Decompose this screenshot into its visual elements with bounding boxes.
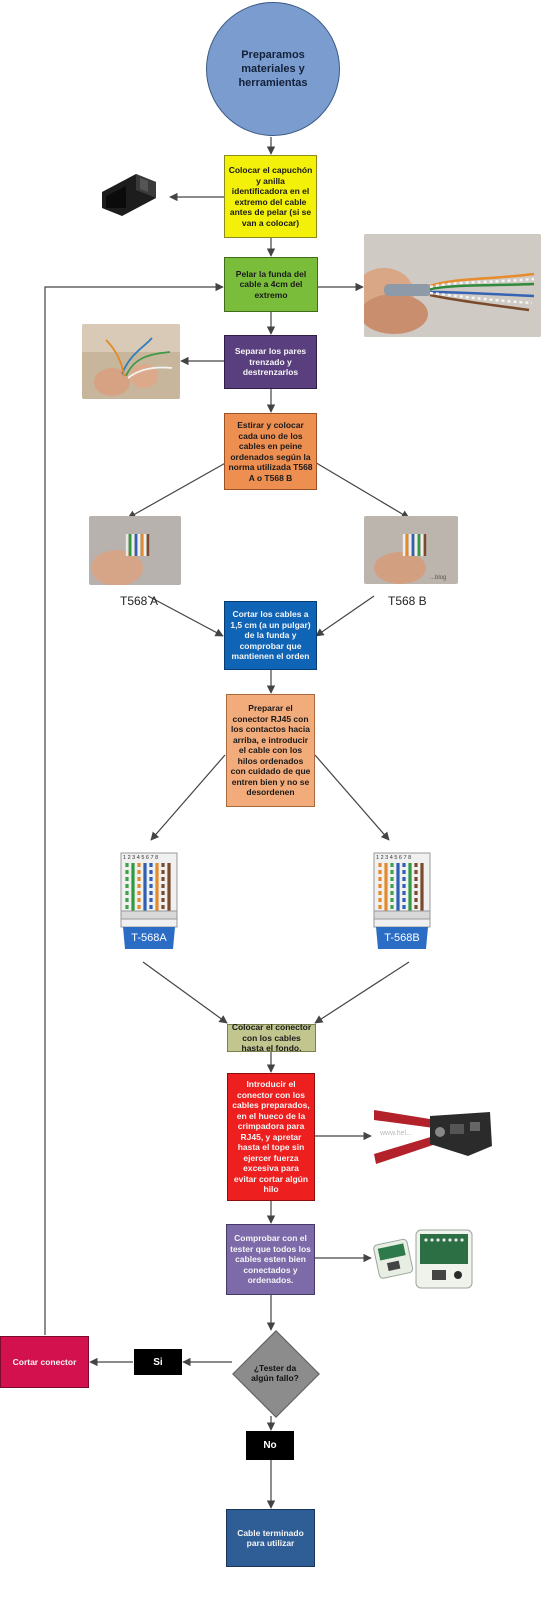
no-label-box: No <box>246 1431 294 1460</box>
rj45-connector-t568b: 1 2 3 4 5 6 7 8 T-568B <box>371 845 433 955</box>
rj45-connector-t568a: 1 2 3 4 5 6 7 8 T-568A <box>118 845 180 955</box>
crimper-watermark: www.hel... <box>380 1130 412 1137</box>
t568a-wires-photo <box>89 516 181 585</box>
arrow-cut-loop-back <box>44 282 224 1335</box>
stripped-cable-photo <box>364 234 541 337</box>
step-arrange-wires-text: Estirar y colocar cada uno de los cables… <box>228 420 313 483</box>
step-arrange-wires: Estirar y colocar cada uno de los cables… <box>224 413 317 490</box>
start-node: Preparamos materiales y herramientas <box>206 2 340 136</box>
end-node-text: Cable terminado para utilizar <box>237 1527 304 1549</box>
step-insert-connector-text: Colocar el conector con los cables hasta… <box>231 1022 312 1054</box>
arrow-step4-to-t568a <box>127 460 230 519</box>
step-separate-pairs-text: Separar los pares trenzado y destrenzarl… <box>234 346 307 378</box>
cable-tester-icon <box>372 1224 482 1292</box>
step-place-boot: Colocar el capuchón y anilla identificad… <box>224 155 317 238</box>
step-test-text: Comprobar con el tester que todos los ca… <box>230 1233 311 1286</box>
step-cut-wires: Cortar los cables a 1,5 cm (a un pulgar)… <box>224 601 317 670</box>
arrow-step6-to-conn-b <box>314 754 390 841</box>
crimping-tool-icon: www.hel... <box>372 1102 493 1170</box>
arrow-t568b-to-step5 <box>315 595 375 637</box>
step-crimp-text: Introducir el conector con los cables pr… <box>232 1079 310 1195</box>
untwisting-pairs-photo <box>82 324 180 399</box>
step-strip-jacket-text: Pelar la funda del cable a 4cm del extre… <box>235 268 307 300</box>
arrow-conn-a-to-step7 <box>142 961 228 1024</box>
t568a-label: T568 A <box>120 594 159 608</box>
t568b-wires-photo: ...blog <box>364 516 458 584</box>
cut-connector-text: Cortar conector <box>12 1356 77 1367</box>
decision-tester-fail: ¿Tester da algún fallo? <box>232 1330 320 1418</box>
conn-a-pins: 1 2 3 4 5 6 7 8 <box>123 855 158 861</box>
conn-b-pins: 1 2 3 4 5 6 7 8 <box>376 855 411 861</box>
step-test: Comprobar con el tester que todos los ca… <box>226 1224 315 1295</box>
arrow-step4-to-t568b <box>312 460 410 519</box>
rj45-boot-icon <box>96 158 162 224</box>
conn-b-label: T-568B <box>384 932 420 944</box>
cut-connector-node: Cortar conector <box>0 1336 89 1388</box>
step-prepare-connector-text: Preparar el conector RJ45 con los contac… <box>230 703 311 798</box>
start-node-text: Preparamos materiales y herramientas <box>238 49 308 89</box>
t568b-label: T568 B <box>388 594 427 608</box>
conn-a-label: T-568A <box>131 932 167 944</box>
arrow-conn-b-to-step7 <box>314 961 410 1024</box>
arrow-step6-to-conn-a <box>150 754 226 841</box>
step-strip-jacket: Pelar la funda del cable a 4cm del extre… <box>224 257 318 312</box>
yes-label-box: Si <box>134 1349 182 1375</box>
step-separate-pairs: Separar los pares trenzado y destrenzarl… <box>224 335 317 389</box>
decision-text: ¿Tester da algún fallo? <box>251 1362 299 1384</box>
step-cut-wires-text: Cortar los cables a 1,5 cm (a un pulgar)… <box>230 609 311 662</box>
arrow-t568a-to-step5 <box>147 595 224 637</box>
end-node: Cable terminado para utilizar <box>226 1509 315 1567</box>
step-insert-connector: Colocar el conector con los cables hasta… <box>227 1022 316 1054</box>
photo-watermark: ...blog <box>430 575 446 581</box>
step-place-boot-text: Colocar el capuchón y anilla identificad… <box>228 165 313 228</box>
step-crimp: Introducir el conector con los cables pr… <box>227 1073 315 1201</box>
step-prepare-connector: Preparar el conector RJ45 con los contac… <box>226 694 315 807</box>
